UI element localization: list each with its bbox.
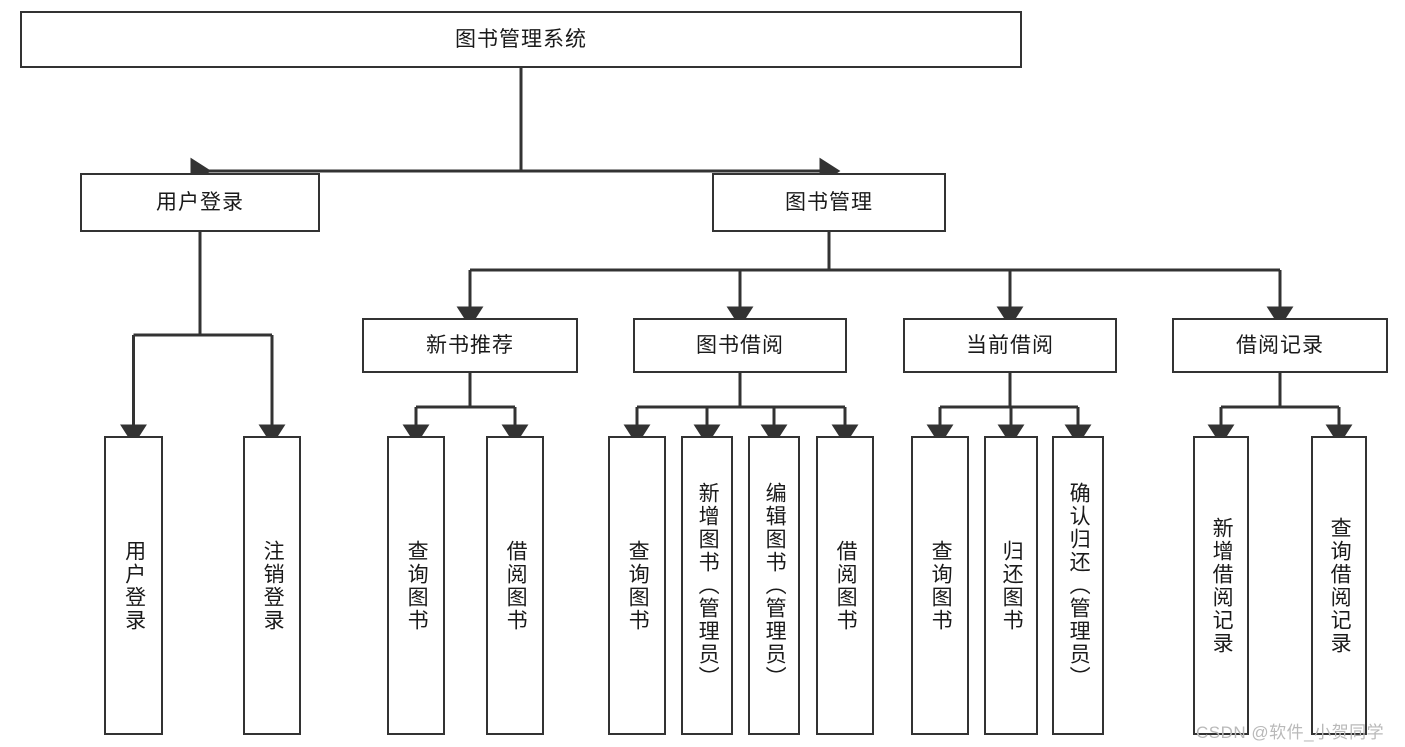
node-leaf-query-book-3[interactable]: 查询图书 [911,436,969,735]
node-leaf-user-login[interactable]: 用户登录 [104,436,163,735]
node-label-book-borrow: 图书借阅 [696,333,784,357]
node-label-user-login: 用户登录 [156,190,244,214]
node-leaf-add-book-admin[interactable]: 新增图书（管理员） [681,436,733,735]
node-root[interactable]: 图书管理系统 [20,11,1022,68]
node-leaf-borrow-book-1[interactable]: 借阅图书 [486,436,544,735]
node-label-leaf-borrow-book-1: 借阅图书 [504,539,528,632]
node-current-borrow[interactable]: 当前借阅 [903,318,1117,373]
node-label-leaf-add-borrow-record: 新增借阅记录 [1210,516,1234,655]
node-label-leaf-logout-login: 注销登录 [261,539,285,632]
node-label-leaf-user-login: 用户登录 [122,539,146,632]
node-leaf-edit-book-admin[interactable]: 编辑图书（管理员） [748,436,800,735]
node-label-root: 图书管理系统 [455,27,587,51]
node-leaf-query-book-1[interactable]: 查询图书 [387,436,445,735]
node-label-leaf-borrow-book-2: 借阅图书 [834,539,858,632]
node-label-leaf-add-book-admin: 新增图书（管理员） [696,482,720,689]
node-leaf-logout-login[interactable]: 注销登录 [243,436,301,735]
node-book-manage[interactable]: 图书管理 [712,173,946,232]
node-label-leaf-query-borrow-record: 查询借阅记录 [1328,516,1352,655]
node-label-leaf-confirm-return-admin: 确认归还（管理员） [1067,482,1091,689]
node-label-leaf-query-book-2: 查询图书 [626,539,650,632]
csdn-watermark: CSDN @软件_小贺同学 [1196,723,1385,742]
node-label-leaf-query-book-1: 查询图书 [405,539,429,632]
node-label-leaf-return-book: 归还图书 [1000,539,1024,632]
node-leaf-confirm-return-admin[interactable]: 确认归还（管理员） [1052,436,1104,735]
node-leaf-add-borrow-record[interactable]: 新增借阅记录 [1193,436,1249,735]
node-label-current-borrow: 当前借阅 [966,333,1054,357]
node-label-borrow-record: 借阅记录 [1236,333,1324,357]
node-new-book-recommend[interactable]: 新书推荐 [362,318,578,373]
node-label-new-book-recommend: 新书推荐 [426,333,514,357]
node-leaf-query-book-2[interactable]: 查询图书 [608,436,666,735]
node-label-book-manage: 图书管理 [785,190,873,214]
node-leaf-return-book[interactable]: 归还图书 [984,436,1038,735]
node-book-borrow[interactable]: 图书借阅 [633,318,847,373]
node-label-leaf-edit-book-admin: 编辑图书（管理员） [763,482,787,689]
node-leaf-borrow-book-2[interactable]: 借阅图书 [816,436,874,735]
node-borrow-record[interactable]: 借阅记录 [1172,318,1388,373]
node-label-leaf-query-book-3: 查询图书 [929,539,953,632]
node-leaf-query-borrow-record[interactable]: 查询借阅记录 [1311,436,1367,735]
edges-group [120,68,1353,446]
node-user-login[interactable]: 用户登录 [80,173,320,232]
